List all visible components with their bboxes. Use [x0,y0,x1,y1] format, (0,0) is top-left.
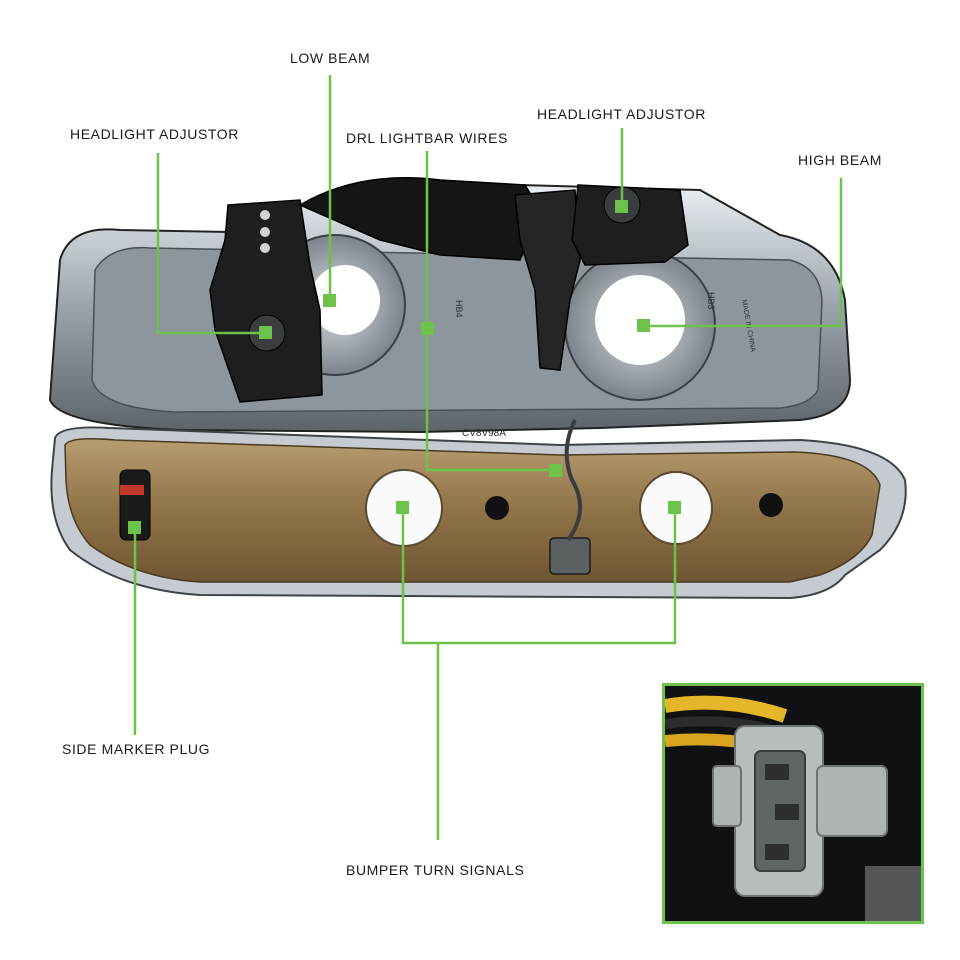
marker-headlight-adjustor-left [259,326,272,339]
marker-turn-signal-left [396,501,409,514]
leader-bumper-turn-signals [401,508,677,645]
label-headlight-adjustor-right: HEADLIGHT ADJUSTOR [537,106,706,122]
leader-headlight-adjustor-left [156,153,266,335]
marker-low-beam [323,294,336,307]
rear-cap-assembly [209,177,689,403]
label-code-hb3: HB3 [706,292,716,310]
marker-drl-wires-housing [421,322,434,335]
leader-drl-lightbar-wires [425,151,555,472]
connector-plug-illustration [665,686,921,921]
label-headlight-adjustor-left: HEADLIGHT ADJUSTOR [70,126,239,142]
marker-side-marker-plug [128,521,141,534]
bumper-signal-housing [50,419,907,600]
marker-high-beam [637,319,650,332]
marker-drl-wires [549,464,562,477]
leader-high-beam [644,178,843,328]
connector-closeup-inset [662,683,924,924]
label-drl-lightbar-wires: DRL LIGHTBAR WIRES [346,130,508,146]
label-code-hb4: HB4 [454,300,464,318]
leader-lines [133,75,843,840]
marker-headlight-adjustor-right [615,200,628,213]
callout-markers [128,200,681,534]
housing-code-text: CV8V98A [462,428,506,439]
marker-turn-signal-right [668,501,681,514]
label-high-beam: HIGH BEAM [798,152,882,168]
label-bumper-turn-signals: BUMPER TURN SIGNALS [346,862,525,878]
label-side-marker-plug: SIDE MARKER PLUG [62,741,211,757]
label-low-beam: LOW BEAM [290,50,371,66]
